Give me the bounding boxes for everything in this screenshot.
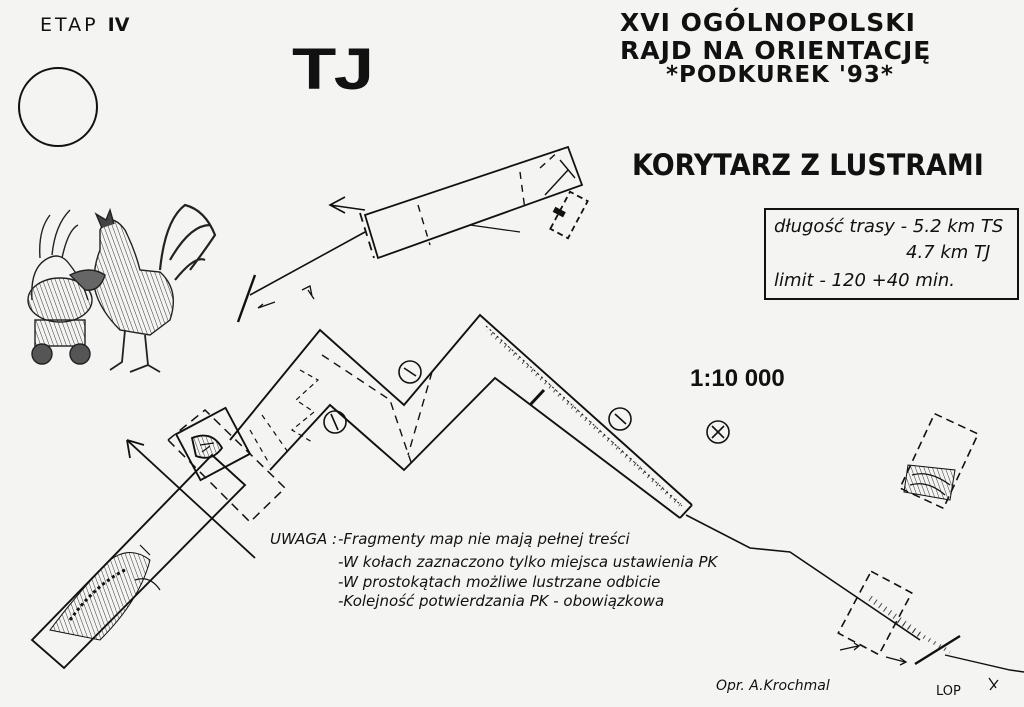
lower-left-corridor [30, 406, 287, 670]
empty-circle-icon [18, 67, 98, 147]
finish-route [685, 514, 1024, 673]
note-item: -Kolejność potwierdzania PK - obowiązkow… [338, 592, 665, 610]
control-point-circle-icon [323, 360, 632, 434]
x-circle-marker-icon [706, 420, 730, 444]
route-length-ts: długość trasy - 5.2 km TS [774, 216, 1004, 237]
note-item: -Fragmenty map nie mają pełnej treści [338, 530, 630, 548]
stage-label-text: ETAP [40, 14, 99, 36]
event-title-line-2: RAJD NA ORIENTACJĘ [620, 36, 932, 65]
category-label: TJ [292, 37, 374, 102]
finish-label: LOP [936, 684, 961, 699]
small-arrow-marks [257, 285, 999, 691]
route-info-box [764, 208, 1019, 300]
event-title-line-1: XVI OGÓLNOPOLSKI [620, 8, 916, 37]
event-title-line-3: *PODKUREK '93* [666, 62, 894, 88]
route-time-limit: limit - 120 +40 min. [774, 270, 955, 291]
mirror-line-icon [236, 274, 961, 666]
upper-corridor [249, 145, 589, 296]
map-title: KORYTARZ Z LUSTRAMI [632, 148, 984, 182]
rooster-illustration-icon [27, 203, 217, 373]
route-length-tj: 4.7 km TJ [906, 242, 991, 263]
author-credit: Opr. A.Krochmal [716, 678, 830, 694]
right-terrain-rectangle [898, 412, 980, 510]
main-zigzag-corridor [229, 313, 693, 519]
note-heading: UWAGA : [270, 530, 338, 548]
note-item: -W prostokątach możliwe lustrzane odbici… [338, 573, 661, 591]
stage-number: IV [107, 14, 130, 36]
note-item: -W kołach zaznaczono tylko miejsca ustaw… [338, 553, 718, 571]
stage-label: ETAP IV [40, 14, 129, 36]
map-scale: 1:10 000 [690, 365, 785, 392]
